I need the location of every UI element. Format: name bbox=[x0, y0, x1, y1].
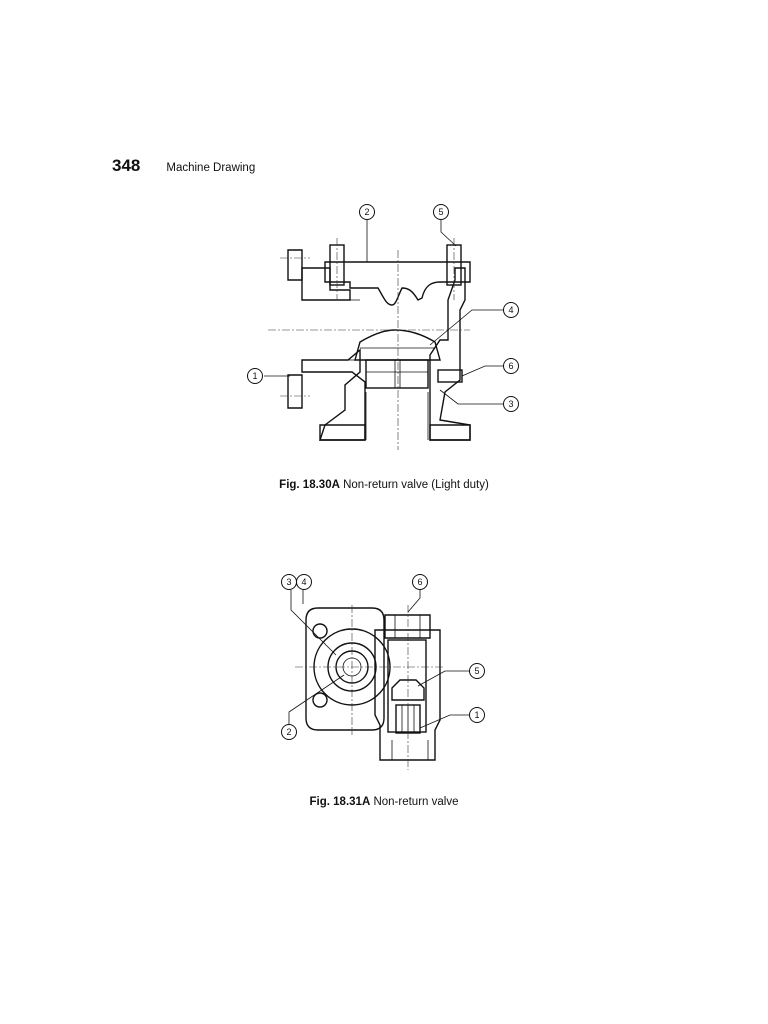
svg-text:5: 5 bbox=[474, 666, 479, 676]
figure-b-drawing: 3 4 6 5 1 2 bbox=[281, 574, 485, 770]
page-number: 348 bbox=[112, 156, 141, 175]
callout-4: 4 bbox=[503, 302, 519, 318]
callout-3b: 3 bbox=[281, 574, 297, 590]
callout-5b: 5 bbox=[469, 663, 485, 679]
callout-4b: 4 bbox=[296, 574, 312, 590]
figure-b-label: Fig. 18.31A bbox=[309, 796, 371, 808]
callout-5: 5 bbox=[433, 204, 449, 220]
svg-text:6: 6 bbox=[508, 361, 513, 371]
figure-b-caption: Fig. 18.31A Non-return valve bbox=[0, 796, 768, 808]
figure-b-title: Non-return valve bbox=[373, 796, 459, 808]
callout-3: 3 bbox=[503, 396, 519, 412]
svg-text:1: 1 bbox=[252, 371, 257, 381]
svg-text:6: 6 bbox=[417, 577, 422, 587]
callout-6: 6 bbox=[503, 358, 519, 374]
svg-text:1: 1 bbox=[474, 710, 479, 720]
figure-a-drawing: 2 5 4 1 6 3 bbox=[247, 204, 519, 450]
callout-2b: 2 bbox=[281, 724, 297, 740]
svg-text:5: 5 bbox=[438, 207, 443, 217]
valve-cover bbox=[324, 261, 471, 306]
svg-text:2: 2 bbox=[364, 207, 369, 217]
callout-1: 1 bbox=[247, 368, 263, 384]
svg-text:3: 3 bbox=[286, 577, 291, 587]
figure-a-caption: Fig. 18.30A Non-return valve (Light duty… bbox=[0, 479, 768, 491]
running-title: Machine Drawing bbox=[166, 162, 256, 174]
figure-a-title: Non-return valve (Light duty) bbox=[343, 479, 489, 491]
svg-text:4: 4 bbox=[301, 577, 306, 587]
callout-1b: 1 bbox=[469, 707, 485, 723]
callout-2: 2 bbox=[359, 204, 375, 220]
flange-plate bbox=[305, 607, 385, 731]
svg-text:3: 3 bbox=[508, 399, 513, 409]
callout-6b: 6 bbox=[412, 574, 428, 590]
page-header: 348 Machine Drawing bbox=[112, 156, 255, 176]
svg-text:4: 4 bbox=[508, 305, 513, 315]
svg-text:2: 2 bbox=[286, 727, 291, 737]
figure-a-label: Fig. 18.30A bbox=[279, 479, 340, 491]
